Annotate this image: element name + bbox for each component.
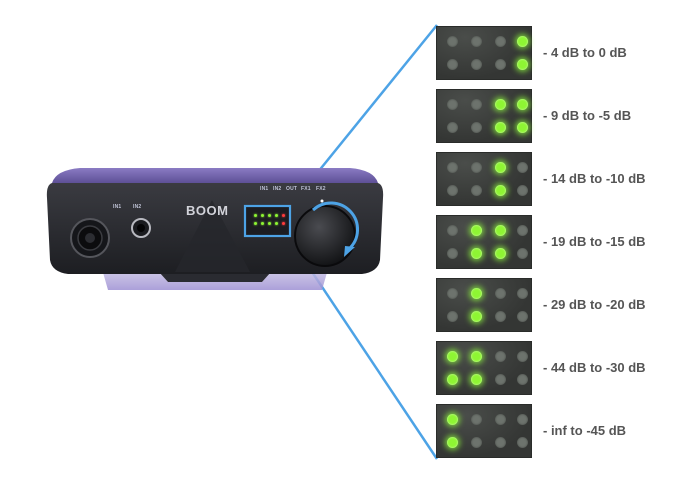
volume-knob	[294, 205, 356, 267]
device-led	[254, 222, 257, 225]
led-lit	[495, 185, 506, 196]
device-meter-label-2: IN2	[273, 186, 282, 192]
led-off	[471, 437, 482, 448]
led-off	[495, 374, 506, 385]
led-off	[517, 225, 528, 236]
led-lit	[447, 414, 458, 425]
device-brand: BOOM	[186, 203, 229, 218]
meter-panel	[436, 215, 532, 269]
led-off	[517, 437, 528, 448]
led-off	[447, 59, 458, 70]
led-off	[495, 59, 506, 70]
device-led	[275, 222, 278, 225]
meter-panel	[436, 341, 532, 395]
device-led	[268, 214, 271, 217]
led-off	[447, 288, 458, 299]
led-lit	[495, 122, 506, 133]
device-led	[268, 222, 271, 225]
device-top	[52, 168, 378, 183]
led-lit	[447, 374, 458, 385]
led-lit	[471, 311, 482, 322]
led-off	[495, 414, 506, 425]
meter-panel	[436, 152, 532, 206]
led-lit	[471, 374, 482, 385]
knob-arrow	[311, 201, 360, 251]
meter-range-label: - 4 dB to 0 dB	[543, 45, 627, 60]
led-lit	[495, 162, 506, 173]
led-off	[495, 437, 506, 448]
led-off	[471, 36, 482, 47]
led-off	[517, 162, 528, 173]
meter-range-label: - 14 dB to -10 dB	[543, 171, 646, 186]
led-off	[447, 99, 458, 110]
led-lit	[517, 36, 528, 47]
device-led	[261, 214, 264, 217]
led-off	[471, 414, 482, 425]
led-off	[495, 311, 506, 322]
meter-range-label: - 9 dB to -5 dB	[543, 108, 632, 123]
led-off	[447, 122, 458, 133]
led-off	[517, 414, 528, 425]
meter-range-label: - 29 dB to -20 dB	[543, 297, 646, 312]
led-off	[495, 288, 506, 299]
meter-panel	[436, 404, 532, 458]
led-off	[517, 248, 528, 259]
led-lit	[517, 59, 528, 70]
led-off	[517, 311, 528, 322]
led-off	[517, 185, 528, 196]
led-off	[471, 122, 482, 133]
meter-panel	[436, 89, 532, 143]
led-lit	[471, 225, 482, 236]
led-off	[471, 59, 482, 70]
device-input-label-2: IN2	[133, 204, 142, 210]
meter-range-label: - 19 dB to -15 dB	[543, 234, 646, 249]
meter-panel	[436, 26, 532, 80]
led-lit	[471, 351, 482, 362]
led-off	[471, 162, 482, 173]
led-off	[495, 36, 506, 47]
led-off	[447, 185, 458, 196]
led-lit	[517, 122, 528, 133]
led-lit	[495, 248, 506, 259]
led-off	[447, 311, 458, 322]
meter-range-label: - inf to -45 dB	[543, 423, 627, 438]
meter-panel	[436, 278, 532, 332]
led-off	[517, 374, 528, 385]
device-meter-highlight	[243, 204, 292, 238]
led-lit	[447, 437, 458, 448]
led-lit	[517, 99, 528, 110]
led-off	[517, 288, 528, 299]
device-led	[261, 222, 264, 225]
led-off	[447, 225, 458, 236]
led-off	[447, 36, 458, 47]
device-stand	[100, 262, 330, 290]
device-meter-label-5: FX2	[316, 186, 326, 192]
led-lit	[495, 225, 506, 236]
device-input-label-1: IN1	[113, 204, 122, 210]
device-led	[254, 214, 257, 217]
device-meter-label-4: FX1	[301, 186, 311, 192]
meter-range-label: - 44 dB to -30 dB	[543, 360, 646, 375]
device-meter-label-1: IN1	[260, 186, 269, 192]
led-off	[471, 99, 482, 110]
led-off	[447, 162, 458, 173]
led-off	[517, 351, 528, 362]
led-off	[447, 248, 458, 259]
led-lit	[447, 351, 458, 362]
device-clip-led	[282, 214, 285, 217]
device-led	[275, 214, 278, 217]
device-clip-led	[282, 222, 285, 225]
led-lit	[471, 288, 482, 299]
led-lit	[495, 99, 506, 110]
led-lit	[471, 248, 482, 259]
led-off	[495, 351, 506, 362]
led-off	[471, 185, 482, 196]
device-meter-label-3: OUT	[286, 186, 298, 192]
